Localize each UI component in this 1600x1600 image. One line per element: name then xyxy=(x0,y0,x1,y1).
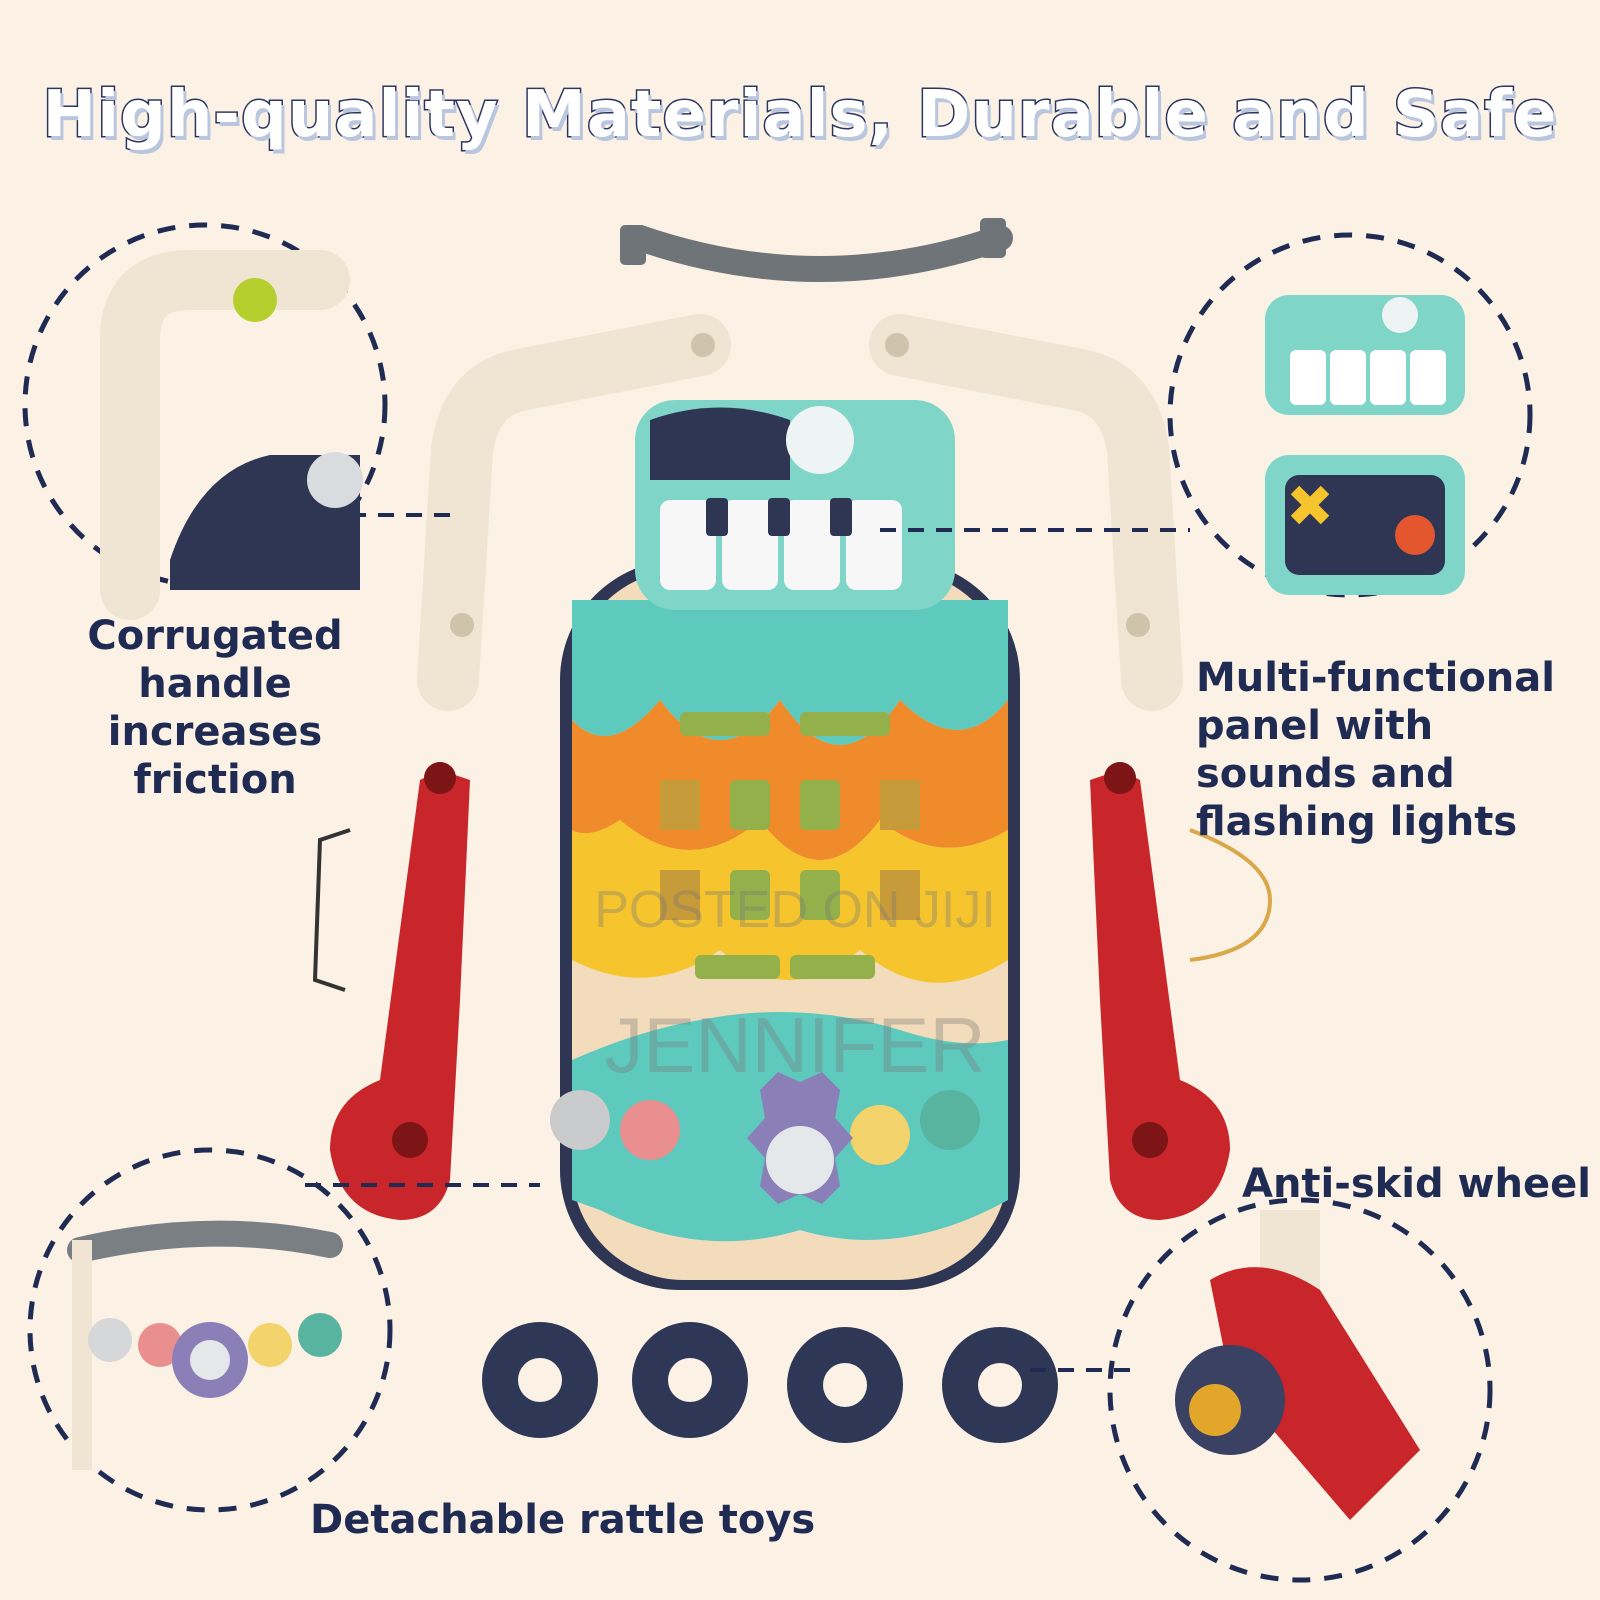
headline: High-quality Materials, Durable and Safe xyxy=(41,77,1558,154)
panel-detail xyxy=(1265,295,1465,595)
red-leg-left xyxy=(312,762,470,1220)
rattle-detail xyxy=(67,1220,343,1470)
detail-circle-handle xyxy=(22,222,388,588)
cream-arch-right xyxy=(869,314,1183,711)
caption-handle: Corrugated handle increases friction xyxy=(87,613,343,803)
play-mat xyxy=(560,560,1020,1290)
wheel-detail xyxy=(1175,1210,1420,1520)
detail-circle-panel xyxy=(1167,232,1533,598)
rattle-toys-row xyxy=(550,1072,980,1204)
red-leg-right xyxy=(1090,762,1273,1220)
watermark-line1: POSTED ON JIJI xyxy=(594,881,996,939)
grey-top-bar xyxy=(620,218,1013,282)
detail-circle-wheel xyxy=(1107,1197,1493,1583)
wheels xyxy=(482,1322,1058,1443)
cream-arch-left xyxy=(417,314,731,711)
handle-detail xyxy=(100,250,363,620)
green-connectors xyxy=(660,712,920,979)
caption-rattle: Detachable rattle toys xyxy=(310,1497,816,1543)
watermark-line2: JENNIFER xyxy=(604,1001,986,1089)
caption-wheel: Anti-skid wheel xyxy=(1242,1161,1591,1207)
piano-panel xyxy=(635,400,955,610)
caption-panel: Multi-functional panel with sounds and f… xyxy=(1196,655,1555,845)
detail-circle-rattle xyxy=(27,1147,393,1513)
